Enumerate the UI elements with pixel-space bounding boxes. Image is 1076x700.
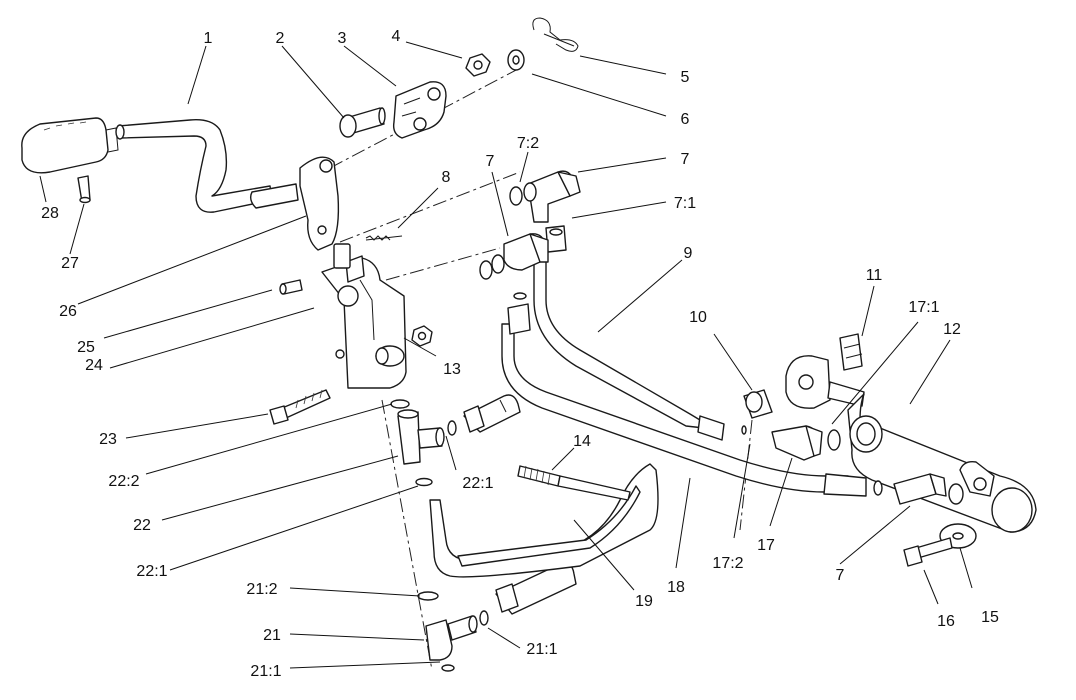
callout-17-1: 17:1: [908, 299, 939, 316]
callout-13: 13: [443, 361, 461, 378]
long-bolt: [269, 389, 331, 425]
return-tube: [429, 463, 659, 578]
callout-26: 26: [59, 303, 77, 320]
callout-7-upper: 7: [681, 151, 690, 168]
callout-15: 15: [981, 609, 999, 626]
callout-10: 10: [689, 309, 707, 326]
callout-22-1-left: 22:1: [136, 563, 167, 580]
leader-lines: [39, 41, 973, 669]
adapter-fitting: [463, 394, 521, 433]
control-handle: [21, 117, 299, 213]
callout-17: 17: [757, 537, 775, 554]
hydraulic-hose-upper: [533, 239, 725, 441]
callout-18: 18: [667, 579, 685, 596]
callout-8: 8: [442, 169, 451, 186]
callout-7-lower: 7: [836, 567, 845, 584]
callout-27: 27: [61, 255, 79, 272]
detent-spring-pin: [365, 235, 403, 241]
cylinder-elbow: [741, 425, 841, 461]
cylinder-bolt: [903, 537, 953, 567]
valve-nut: [411, 325, 433, 347]
elbow-o-rings: [417, 591, 489, 672]
callout-7-2: 7:2: [517, 135, 539, 152]
clevis-yoke: [392, 81, 447, 139]
lock-nut: [465, 53, 491, 77]
callout-22: 22: [133, 517, 151, 534]
callout-23: 23: [99, 431, 117, 448]
upper-hose-fittings: [513, 225, 567, 300]
callout-1: 1: [204, 30, 213, 47]
callout-17-2: 17:2: [712, 555, 743, 572]
short-screw: [279, 279, 303, 295]
callout-22-2: 22:2: [108, 473, 139, 490]
clevis-pin: [743, 389, 773, 419]
callout-21-1-lower: 21:1: [250, 663, 281, 680]
pivot-pin: [339, 107, 386, 138]
callout-19: 19: [635, 593, 653, 610]
callout-6: 6: [681, 111, 690, 128]
cotter-clip: [839, 333, 863, 371]
callout-14: 14: [573, 433, 591, 450]
callout-11: 11: [866, 267, 883, 284]
cylinder-fitting-lower: [873, 473, 964, 505]
callout-4: 4: [392, 28, 401, 45]
callout-25: 25: [77, 339, 95, 356]
callout-12: 12: [943, 321, 961, 338]
handle-screw: [77, 175, 91, 204]
callout-2: 2: [276, 30, 285, 47]
tee-o-rings: [390, 399, 457, 487]
callout-3: 3: [338, 30, 347, 47]
callout-22-1-right: 22:1: [462, 475, 493, 492]
callout-24: 24: [85, 357, 103, 374]
threaded-rod: [517, 465, 631, 501]
callout-21: 21: [263, 627, 281, 644]
callout-5: 5: [681, 69, 690, 86]
elbow-fitting-lower: [425, 615, 478, 661]
hydraulic-hose-lower: [501, 303, 867, 497]
hydraulic-cylinder: [785, 355, 1037, 533]
callout-7-1: 7:1: [674, 195, 696, 212]
lever-arm: [299, 156, 340, 251]
callout-9: 9: [684, 245, 693, 262]
callout-21-2: 21:2: [246, 581, 277, 598]
callout-16: 16: [937, 613, 955, 630]
hairpin-clip: [532, 17, 579, 52]
callout-labels: 1 2 3 4 5 6 7 7 7 7:2 7:1 8 9 10 11 12 1…: [41, 28, 999, 680]
callout-28: 28: [41, 205, 59, 222]
elbow-fitting-middle: [479, 233, 549, 280]
valve-body: [321, 243, 407, 389]
tee-fitting: [397, 409, 445, 465]
callout-7-middle: 7: [486, 153, 495, 170]
flat-washer-upper: [507, 49, 525, 71]
callout-21-1-right: 21:1: [526, 641, 557, 658]
elbow-fitting-upper: [509, 170, 581, 223]
